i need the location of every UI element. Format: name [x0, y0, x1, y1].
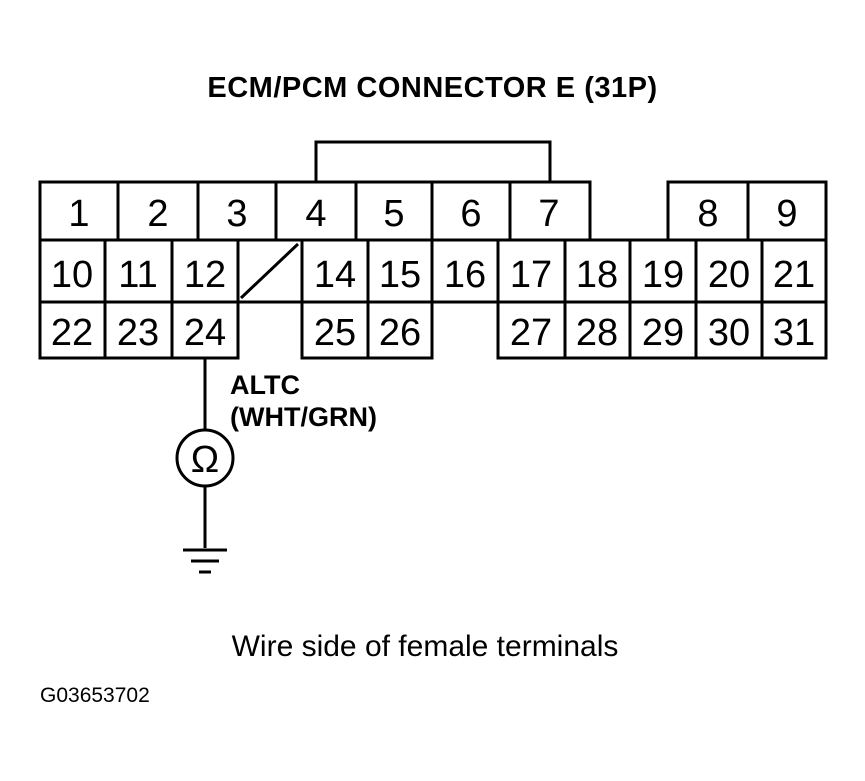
pin-26: 26	[379, 312, 421, 354]
pin-28: 28	[576, 312, 618, 354]
connector-lock-tab	[314, 140, 552, 182]
pin-22: 22	[51, 312, 93, 354]
diagram-title: ECM/PCM CONNECTOR E (31P)	[207, 72, 658, 104]
pin-31: 31	[773, 312, 815, 354]
pin-25: 25	[314, 312, 356, 354]
pin-10: 10	[51, 254, 93, 296]
ground-icon	[183, 548, 227, 574]
pin-16: 16	[444, 254, 486, 296]
pin-27: 27	[510, 312, 552, 354]
pin-20: 20	[708, 254, 750, 296]
empty-cavity-mark	[239, 242, 300, 300]
ohm-symbol: Ω	[191, 439, 219, 481]
pin-30: 30	[708, 312, 750, 354]
pin-8: 8	[697, 193, 718, 235]
figure-code: G03653702	[40, 684, 150, 707]
pin-6: 6	[460, 193, 481, 235]
pin-15: 15	[379, 254, 421, 296]
pin-24: 24	[184, 312, 226, 354]
pin-4: 4	[305, 193, 326, 235]
pin-23: 23	[117, 312, 159, 354]
pin-11: 11	[118, 254, 157, 296]
pin-3: 3	[226, 193, 247, 235]
pin-14: 14	[314, 254, 356, 296]
pin-2: 2	[147, 193, 168, 235]
pin-7: 7	[538, 193, 559, 235]
pin-9: 9	[776, 193, 797, 235]
pin-5: 5	[383, 193, 404, 235]
pin-12: 12	[184, 254, 226, 296]
pin-19: 19	[642, 254, 684, 296]
pin-17: 17	[510, 254, 552, 296]
wire-name-label: ALTC	[230, 370, 300, 400]
diagram-caption: Wire side of female terminals	[231, 630, 619, 663]
pin-21: 21	[773, 254, 815, 296]
pin-18: 18	[576, 254, 618, 296]
pin-1: 1	[68, 193, 89, 235]
wire-color-label: (WHT/GRN)	[230, 402, 377, 432]
pin-29: 29	[642, 312, 684, 354]
